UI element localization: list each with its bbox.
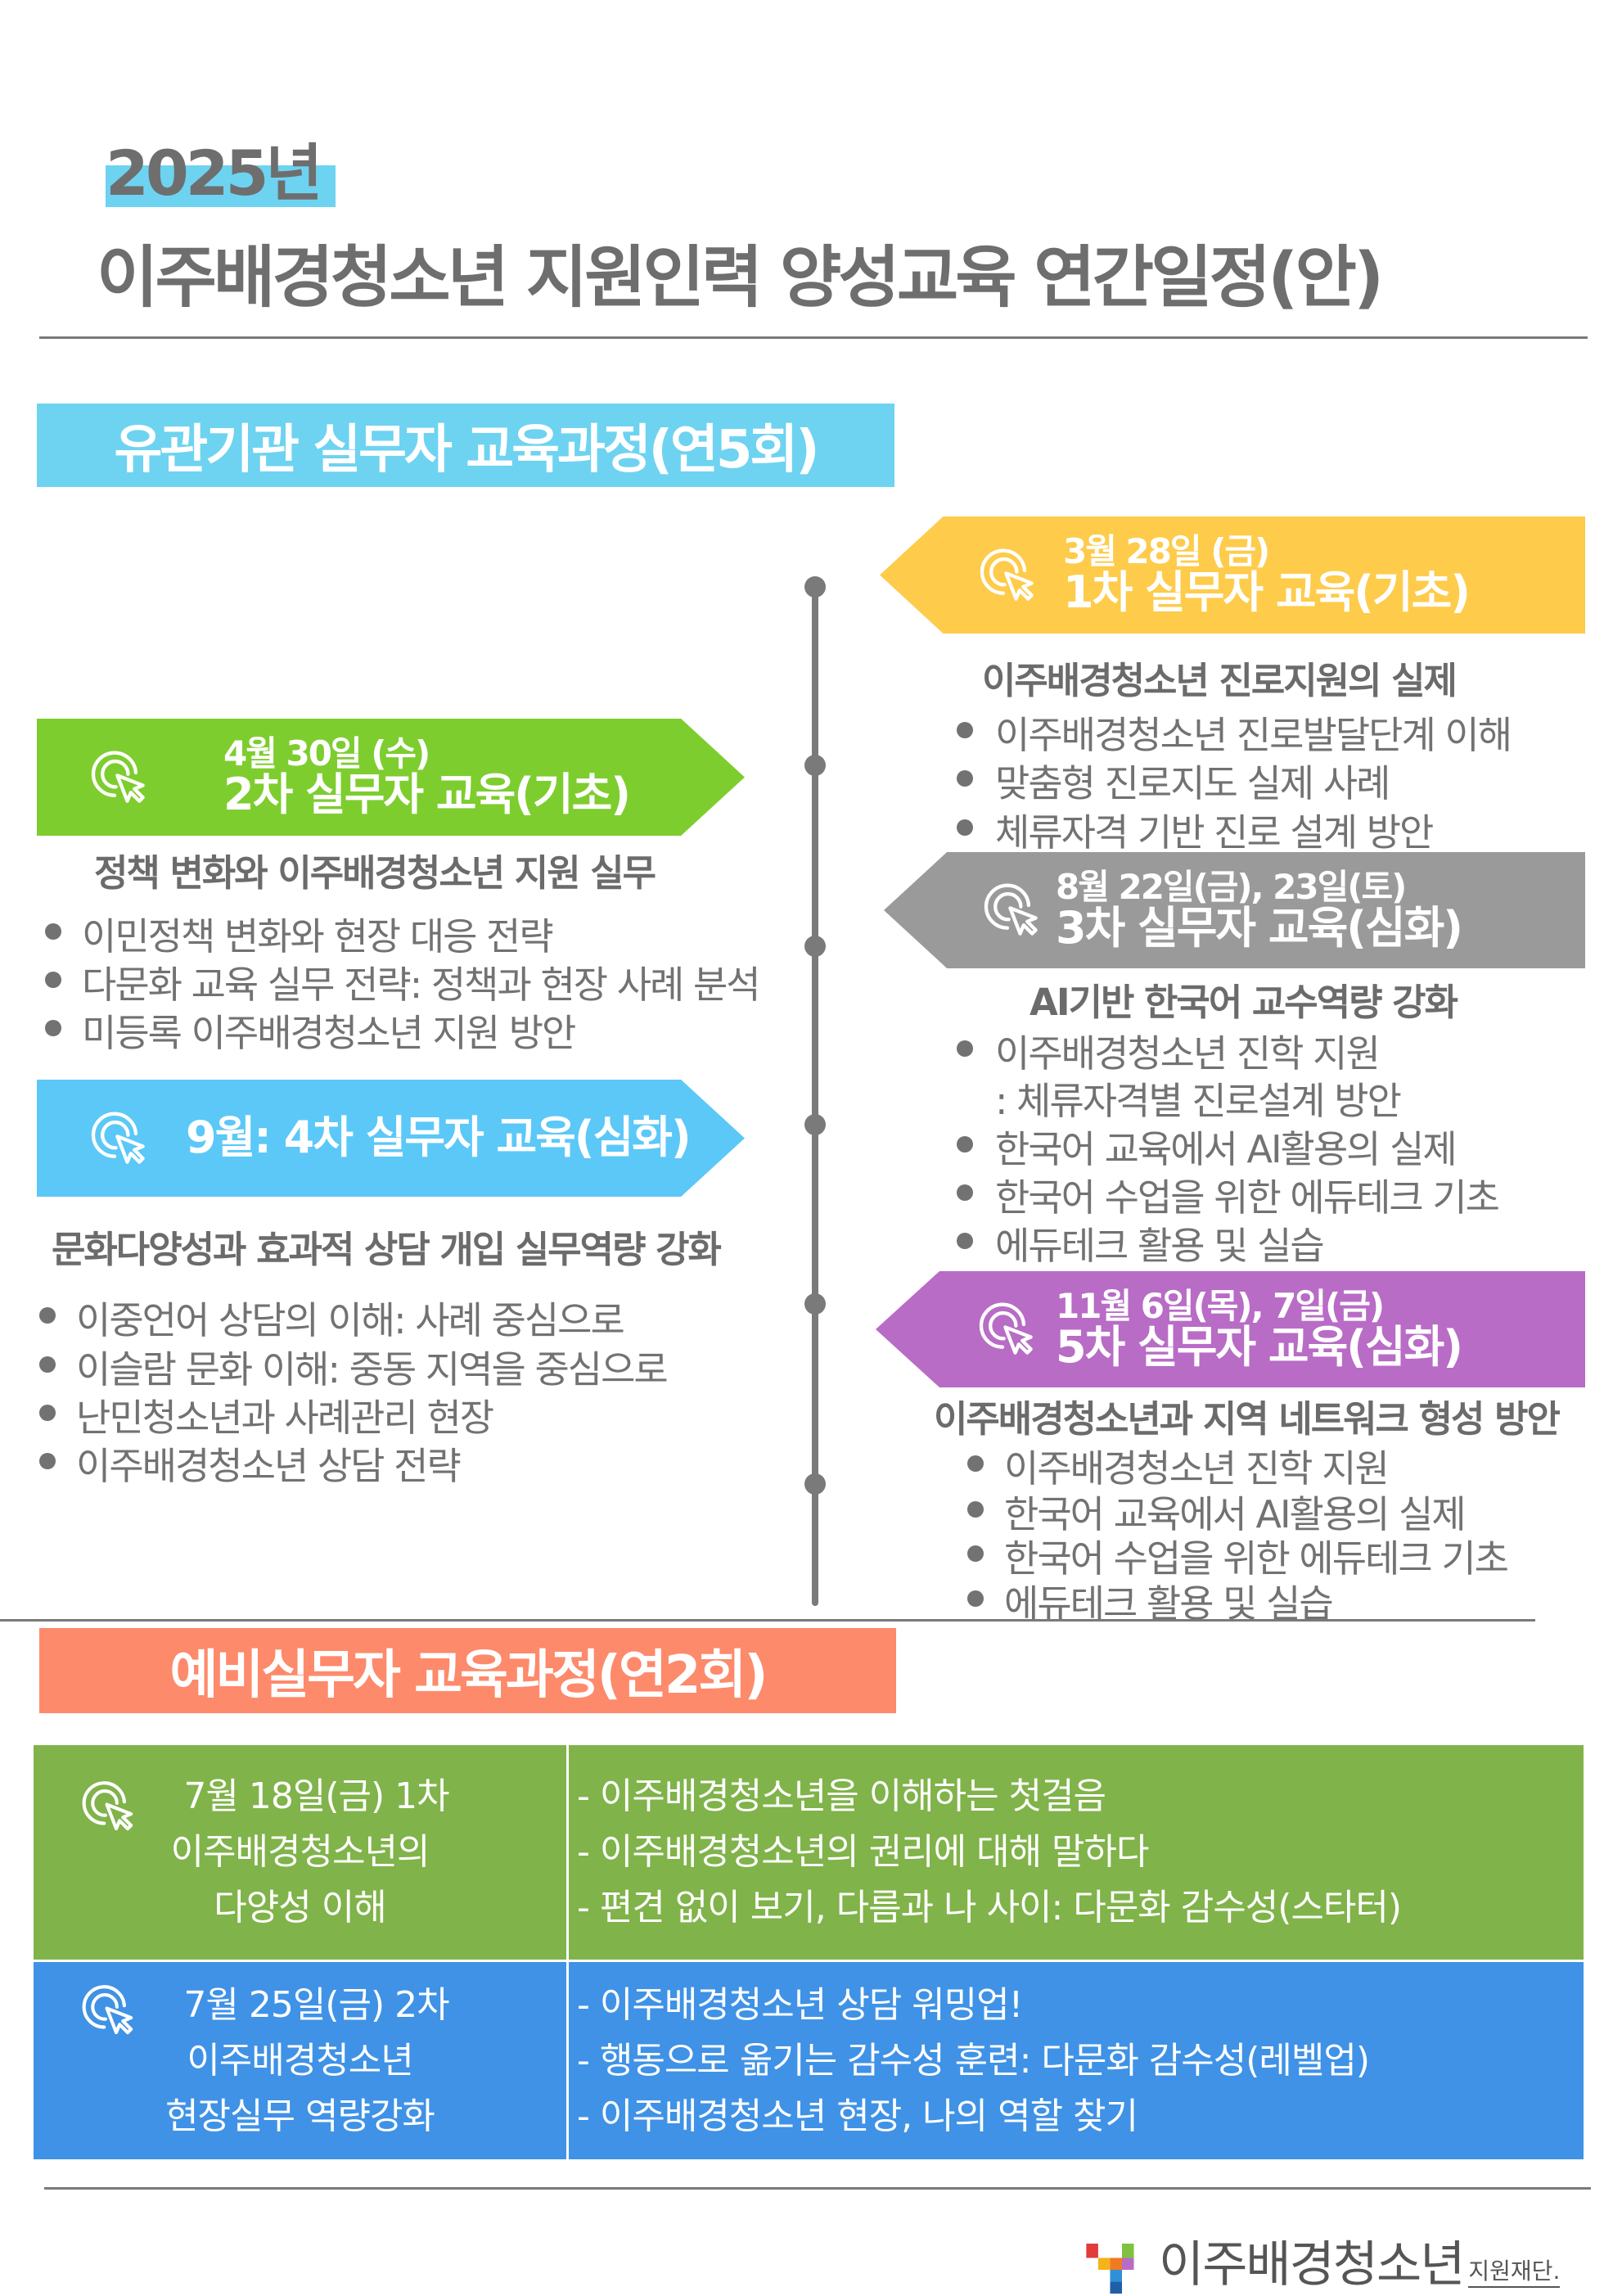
bullet-icon — [967, 1501, 984, 1518]
bullet-text: 이주배경청소년 진학 지원 — [1004, 1446, 1390, 1491]
session-subtitle: 이주배경청소년 진로지원의 실제 — [982, 659, 1458, 702]
timeline-dot — [804, 576, 826, 598]
click-icon — [79, 1980, 139, 2041]
bullet-text: 이주배경청소년 진로발달단계 이해 — [995, 713, 1512, 757]
session-date: 4월 30일 (수) — [223, 733, 430, 774]
bullet-text: 다문화 교육 실무 전략: 정책과 현장 사례 분석 — [82, 963, 761, 1007]
session-subtitle: 정책 변화와 이주배경청소년 지원 실무 — [94, 851, 656, 895]
timeline-dot — [804, 936, 826, 957]
row-item: - 행동으로 옮기는 감수성 훈련: 다문화 감수성(레벨업) — [577, 2039, 1370, 2082]
bullet-icon — [45, 923, 61, 940]
row-item: - 이주배경청소년을 이해하는 첫걸음 — [577, 1775, 1106, 1817]
bullet-text: 맞춤형 진로지도 실제 사례 — [995, 761, 1390, 805]
divider — [0, 1619, 1535, 1622]
session-date: 3월 28일 (금) — [1063, 531, 1270, 572]
session-4-banner: 9월: 4차 실무자 교육(심화) — [37, 1080, 745, 1197]
timeline-dot — [804, 1293, 826, 1315]
bullet-icon — [45, 1020, 61, 1036]
session-name: 9월: 4차 실무자 교육(심화) — [186, 1112, 692, 1164]
row-item: - 이주배경청소년 상담 워밍업! — [577, 1983, 1023, 2026]
bullet-text: 에듀테크 활용 및 실습 — [1004, 1581, 1334, 1626]
bullet-icon — [957, 819, 973, 836]
section-header-practitioner: 유관기관 실무자 교육과정(연5회) — [37, 404, 894, 487]
row-title: 현장실무 역량강화 — [165, 2095, 435, 2137]
bullet-text: 에듀테크 활용 및 실습 — [995, 1224, 1325, 1268]
year-highlight — [106, 165, 336, 207]
bullet-icon — [957, 722, 973, 738]
timeline-line — [812, 587, 818, 1606]
bullet-text: 한국어 교육에서 AI활용의 실제 — [995, 1127, 1458, 1171]
click-icon — [88, 746, 151, 810]
timeline-dot — [804, 1473, 826, 1495]
click-icon — [88, 1107, 151, 1171]
bullet-icon — [45, 972, 61, 988]
session-name: 3차 실무자 교육(심화) — [1056, 901, 1463, 954]
bullet-icon — [967, 1455, 984, 1472]
session-date: 8월 22일(금), 23일(토) — [1056, 866, 1407, 907]
bullet-text: 이중언어 상담의 이해: 사례 중심으로 — [76, 1298, 625, 1342]
bullet-text: 미등록 이주배경청소년 지원 방안 — [82, 1011, 576, 1055]
row-item: - 편견 없이 보기, 다름과 나 사이: 다문화 감수성(스타터) — [577, 1887, 1402, 1928]
bullet-icon — [967, 1545, 984, 1562]
bullet-text: 한국어 수업을 위한 에듀테크 기초 — [1004, 1536, 1509, 1581]
bullet-icon — [957, 1040, 973, 1057]
bullet-text: : 체류자격별 진로설계 방안 — [995, 1079, 1402, 1123]
bullet-text: 이주배경청소년 진학 지원 — [995, 1031, 1381, 1076]
bullet-text: 이주배경청소년 상담 전략 — [76, 1444, 462, 1488]
logo-mark-icon — [1086, 2244, 1134, 2294]
bullet-icon — [39, 1307, 56, 1324]
session-5-banner: 11월 6일(목), 7일(금)5차 실무자 교육(심화) — [876, 1271, 1585, 1387]
table-row: 7월 25일(금) 2차 이주배경청소년 현장실무 역량강화 - 이주배경청소년… — [34, 1962, 1584, 2159]
bullet-text: 이슬람 문화 이해: 중동 지역을 중심으로 — [76, 1347, 669, 1392]
row-title: 다양성 이해 — [214, 1887, 386, 1928]
bullet-icon — [957, 1136, 973, 1153]
bullet-text: 이민정책 변화와 현장 대응 전략 — [82, 914, 554, 959]
click-icon — [980, 878, 1044, 942]
section-header-preservice: 예비실무자 교육과정(연2회) — [39, 1628, 896, 1713]
logo-subtext: 지원재단. — [1468, 2253, 1561, 2288]
bullet-icon — [957, 770, 973, 787]
bullet-icon — [957, 1184, 973, 1201]
divider — [44, 2187, 1591, 2190]
session-1-banner: 3월 28일 (금)1차 실무자 교육(기초) — [880, 516, 1585, 634]
session-name: 1차 실무자 교육(기초) — [1063, 566, 1471, 619]
row-title: 이주배경청소년의 — [170, 1831, 430, 1873]
row-date: 7월 18일(금) 1차 — [183, 1775, 449, 1817]
session-subtitle: 이주배경청소년과 지역 네트워크 형성 방안 — [934, 1397, 1561, 1441]
year-label: 2025년 — [106, 137, 322, 210]
row-title: 이주배경청소년 — [187, 2039, 413, 2082]
logo-text: 이주배경청소년 — [1159, 2236, 1465, 2294]
timeline-dot — [804, 1114, 826, 1135]
page-title: 이주배경청소년 지원인력 양성교육 연간일정(안) — [97, 239, 1384, 317]
bullet-icon — [39, 1405, 56, 1421]
click-icon — [976, 544, 1040, 607]
bullet-text: 난민청소년과 사례관리 현장 — [76, 1396, 494, 1440]
session-3-banner: 8월 22일(금), 23일(토)3차 실무자 교육(심화) — [884, 852, 1585, 968]
bullet-icon — [957, 1233, 973, 1249]
session-subtitle: AI기반 한국어 교수역량 강화 — [1030, 981, 1458, 1024]
bullet-icon — [39, 1356, 56, 1373]
foundation-logo: 이주배경청소년 지원재단. — [1085, 2225, 1561, 2296]
table-row: 7월 18일(금) 1차 이주배경청소년의 다양성 이해 - 이주배경청소년을 … — [34, 1745, 1584, 1960]
click-icon — [975, 1297, 1039, 1361]
session-name: 2차 실무자 교육(기초) — [223, 769, 631, 821]
divider — [39, 336, 1588, 339]
row-item: - 이주배경청소년의 권리에 대해 말하다 — [577, 1831, 1150, 1873]
row-item: - 이주배경청소년 현장, 나의 역할 찾기 — [577, 2095, 1138, 2137]
session-subtitle: 문화다양성과 효과적 상담 개입 실무역량 강화 — [52, 1228, 722, 1271]
bullet-icon — [967, 1590, 984, 1607]
click-icon — [79, 1776, 139, 1837]
bullet-text: 한국어 교육에서 AI활용의 실제 — [1004, 1492, 1467, 1536]
row-date: 7월 25일(금) 2차 — [183, 1983, 449, 2026]
timeline-dot — [804, 755, 826, 776]
session-date: 11월 6일(목), 7일(금) — [1056, 1285, 1385, 1326]
bullet-text: 한국어 수업을 위한 에듀테크 기초 — [995, 1175, 1500, 1220]
session-name: 5차 실무자 교육(심화) — [1056, 1320, 1463, 1373]
bullet-icon — [39, 1453, 56, 1469]
bullet-text: 체류자격 기반 진로 설계 방안 — [995, 810, 1434, 855]
session-2-banner: 4월 30일 (수)2차 실무자 교육(기초) — [37, 719, 745, 836]
